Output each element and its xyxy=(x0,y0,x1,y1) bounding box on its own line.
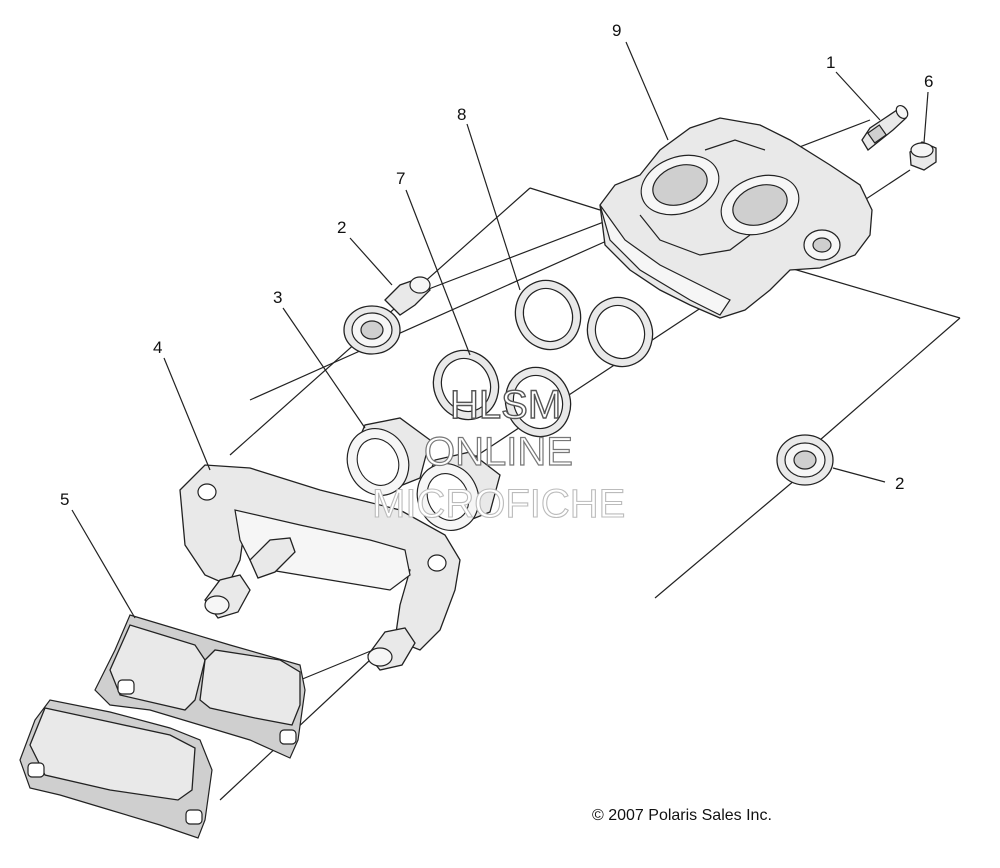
bleeder-cap xyxy=(909,141,937,171)
callout-4: 4 xyxy=(153,338,162,357)
callout-9: 9 xyxy=(612,21,621,40)
callout-5: 5 xyxy=(60,490,69,509)
watermark-line-2: ONLINE xyxy=(424,430,573,474)
pistons xyxy=(346,417,501,531)
callout-2-upper: 2 xyxy=(337,218,346,237)
brake-pads xyxy=(19,614,306,839)
callout-8: 8 xyxy=(457,105,466,124)
callout-3: 3 xyxy=(273,288,282,307)
copyright-notice: © 2007 Polaris Sales Inc. xyxy=(592,807,772,824)
caliper-housing xyxy=(599,117,873,319)
callout-1: 1 xyxy=(826,53,835,72)
piston-seals xyxy=(514,279,654,368)
callout-6: 6 xyxy=(924,72,933,91)
leader-lines xyxy=(71,41,929,619)
watermark-line-1: HLSM xyxy=(450,383,561,427)
dust-seals xyxy=(432,349,572,438)
callout-7: 7 xyxy=(396,169,405,188)
caliper-bracket xyxy=(179,464,461,671)
slide-pin-boot-lower xyxy=(776,434,834,486)
slide-pin-upper xyxy=(343,276,431,355)
callout-labels: 1 6 9 8 7 2 3 4 5 2 xyxy=(60,21,933,509)
bleeder-valve xyxy=(861,104,909,151)
watermark-line-3: MICROFICHE xyxy=(372,482,625,526)
callout-2-lower: 2 xyxy=(895,474,904,493)
watermark: HLSM ONLINE MICROFICHE xyxy=(371,382,625,526)
